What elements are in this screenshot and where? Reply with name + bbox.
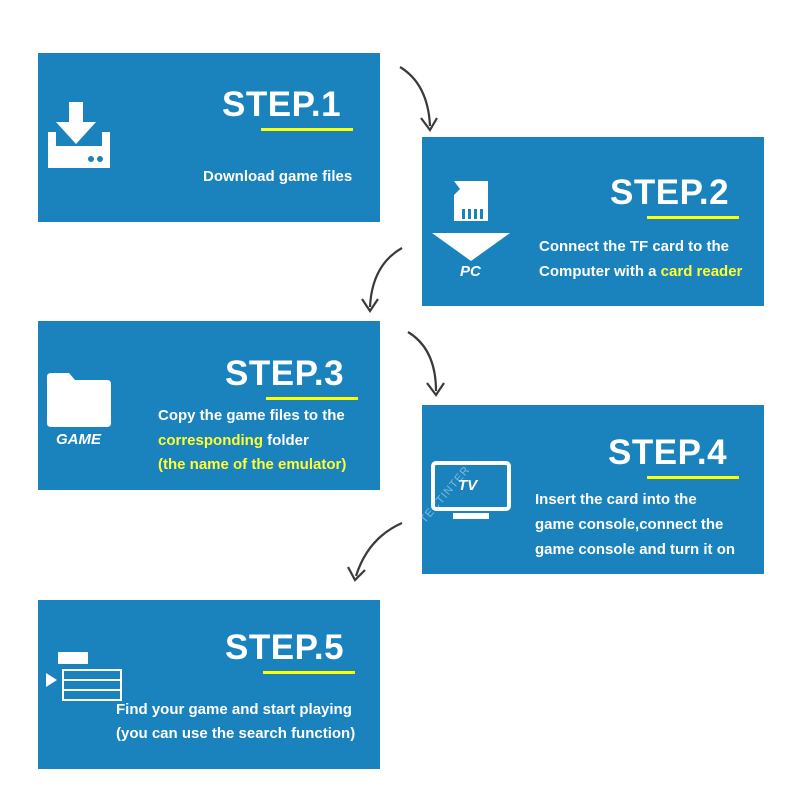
step-2-card: PC STEP.2 Connect the TF card to the Com… xyxy=(422,137,764,306)
step-1-underline xyxy=(261,128,353,131)
step-4-line-1: Insert the card into the xyxy=(535,491,697,508)
game-list-icon xyxy=(46,652,122,701)
step-2-underline xyxy=(647,216,739,219)
step-3-card: GAME STEP.3 Copy the game files to the c… xyxy=(38,321,380,490)
game-label: GAME xyxy=(56,431,101,448)
step-4-card: TV STEP.4 Insert the card into the game … xyxy=(422,405,764,574)
step-3-line-2: corresponding folder xyxy=(158,432,309,449)
arrow-step2-to-step3 xyxy=(361,247,403,313)
step-5-underline xyxy=(263,671,355,674)
step-1-title: STEP.1 xyxy=(222,85,342,124)
pc-label: PC xyxy=(460,263,481,280)
tv-icon xyxy=(431,461,511,519)
sd-card-to-pc-icon xyxy=(432,181,510,261)
step-3-line-3: (the name of the emulator) xyxy=(158,456,347,473)
step-5-title: STEP.5 xyxy=(225,628,345,667)
step-4-underline xyxy=(647,476,739,479)
step-3-line-1: Copy the game files to the xyxy=(158,407,345,424)
folder-icon xyxy=(47,373,111,427)
step-5-line-1: Find your game and start playing xyxy=(116,701,352,718)
step-5-line-2: (you can use the search function) xyxy=(116,725,356,742)
step-4-title: STEP.4 xyxy=(608,433,728,472)
step-3-title: STEP.3 xyxy=(225,354,345,393)
step-3-underline xyxy=(266,397,358,400)
step-4-line-3: game console and turn it on xyxy=(535,541,736,558)
step-2-line-2: Computer with a card reader xyxy=(539,263,743,280)
step-2-line-1: Connect the TF card to the xyxy=(539,238,730,255)
step-1-card: STEP.1 Download game files xyxy=(38,53,380,222)
arrow-step4-to-step5 xyxy=(347,521,403,582)
arrow-step3-to-step4 xyxy=(407,331,445,397)
step-4-line-2: game console,connect the xyxy=(535,516,724,533)
step-5-card: STEP.5 Find your game and start playing … xyxy=(38,600,380,769)
step-1-line-1: Download game files xyxy=(203,168,353,185)
tv-label: TV xyxy=(458,477,478,494)
step-2-title: STEP.2 xyxy=(610,173,730,212)
download-icon xyxy=(48,102,110,168)
arrow-step1-to-step2 xyxy=(399,66,438,132)
